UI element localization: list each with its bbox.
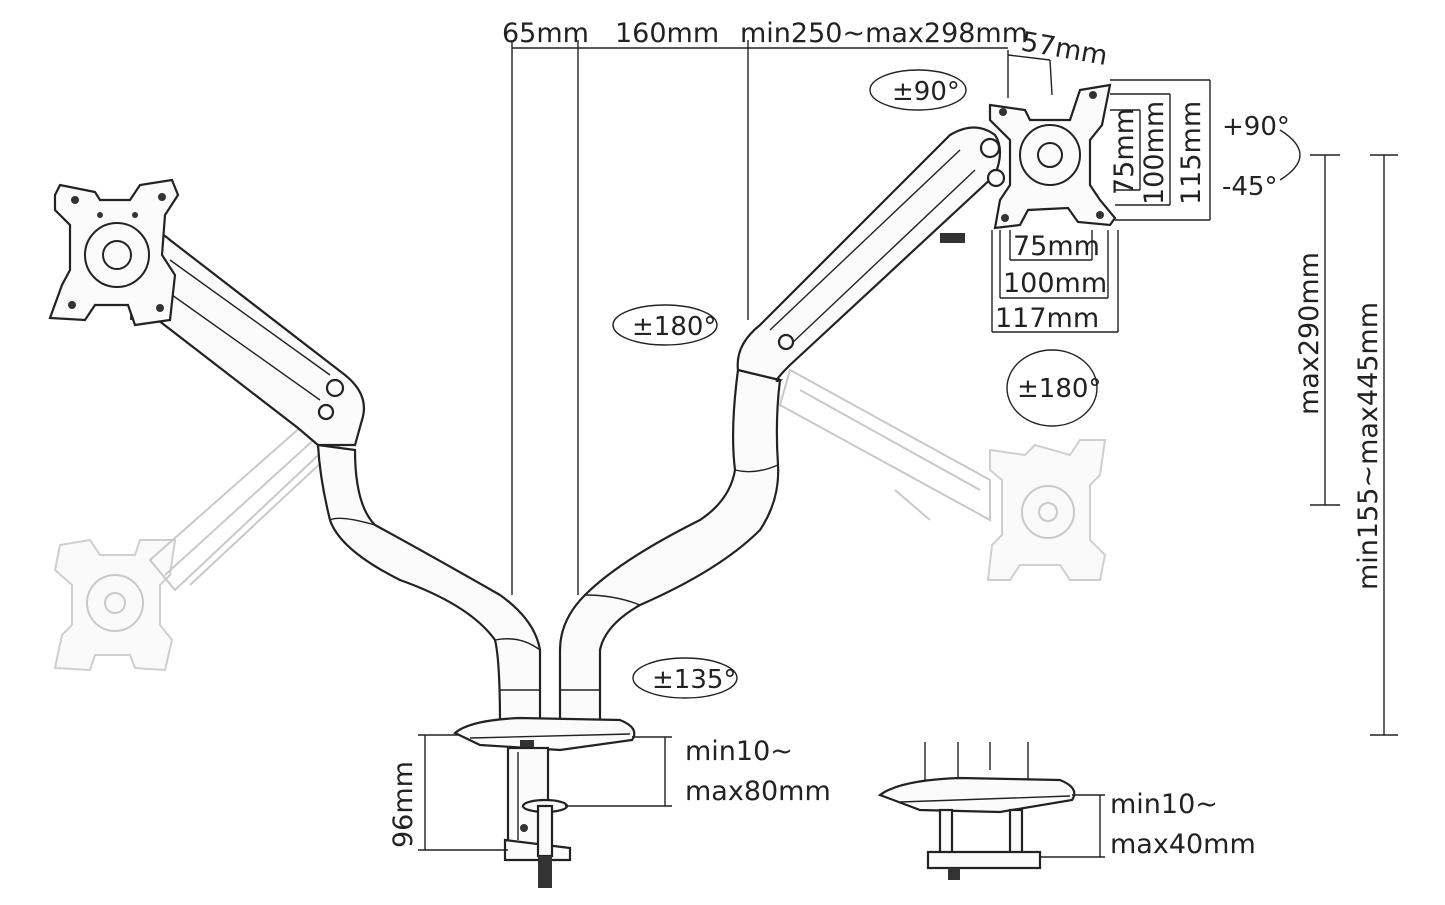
dim-65mm: 65mm bbox=[502, 18, 589, 49]
angle-swivel-arm: ±180° bbox=[632, 312, 716, 342]
dim-160mm: 160mm bbox=[615, 18, 719, 49]
left-pole-segment bbox=[316, 443, 542, 727]
left-monitor-plate bbox=[48, 178, 180, 327]
dim-vesa-h100: 100mm bbox=[1003, 268, 1107, 299]
dim-height-max: max290mm bbox=[1294, 252, 1325, 415]
dim-grommet-line1: min10~ bbox=[1110, 789, 1218, 820]
angle-tilt-up: +90° bbox=[1222, 112, 1290, 142]
dim-vesa-v75: 75mm bbox=[1109, 108, 1140, 195]
dim-57mm: 57mm bbox=[1019, 26, 1110, 72]
ghost-left-monitor-plate bbox=[53, 538, 177, 672]
dim-vesa-v100: 100mm bbox=[1139, 101, 1170, 205]
dim-vesa-h117: 117mm bbox=[995, 303, 1099, 334]
right-arm bbox=[736, 126, 1006, 383]
angle-swivel-head: ±180° bbox=[1017, 374, 1101, 404]
dim-height-range: min155~max445mm bbox=[1353, 302, 1384, 590]
ghost-right-monitor-plate bbox=[986, 439, 1107, 581]
angle-tilt-down: -45° bbox=[1222, 172, 1277, 202]
dim-vesa-v115: 115mm bbox=[1176, 101, 1207, 205]
right-monitor-plate bbox=[988, 83, 1117, 230]
ghost-right-arm bbox=[778, 368, 991, 522]
dim-vesa-h75: 75mm bbox=[1013, 231, 1100, 262]
dim-reach: min250~max298mm bbox=[740, 18, 1028, 49]
dimension-lines bbox=[418, 40, 1398, 858]
dim-clamp-line2: max80mm bbox=[685, 776, 831, 807]
dim-clamp-line1: min10~ bbox=[685, 736, 793, 767]
rotation-arrows bbox=[612, 69, 1301, 699]
clamp bbox=[503, 746, 572, 888]
angle-rotate-top: ±90° bbox=[892, 77, 960, 107]
dim-grommet-line2: max40mm bbox=[1110, 829, 1256, 860]
grommet-mount bbox=[877, 742, 1076, 880]
angle-swivel-base: ±135° bbox=[652, 665, 736, 695]
dim-pole-96mm: 96mm bbox=[388, 761, 419, 848]
